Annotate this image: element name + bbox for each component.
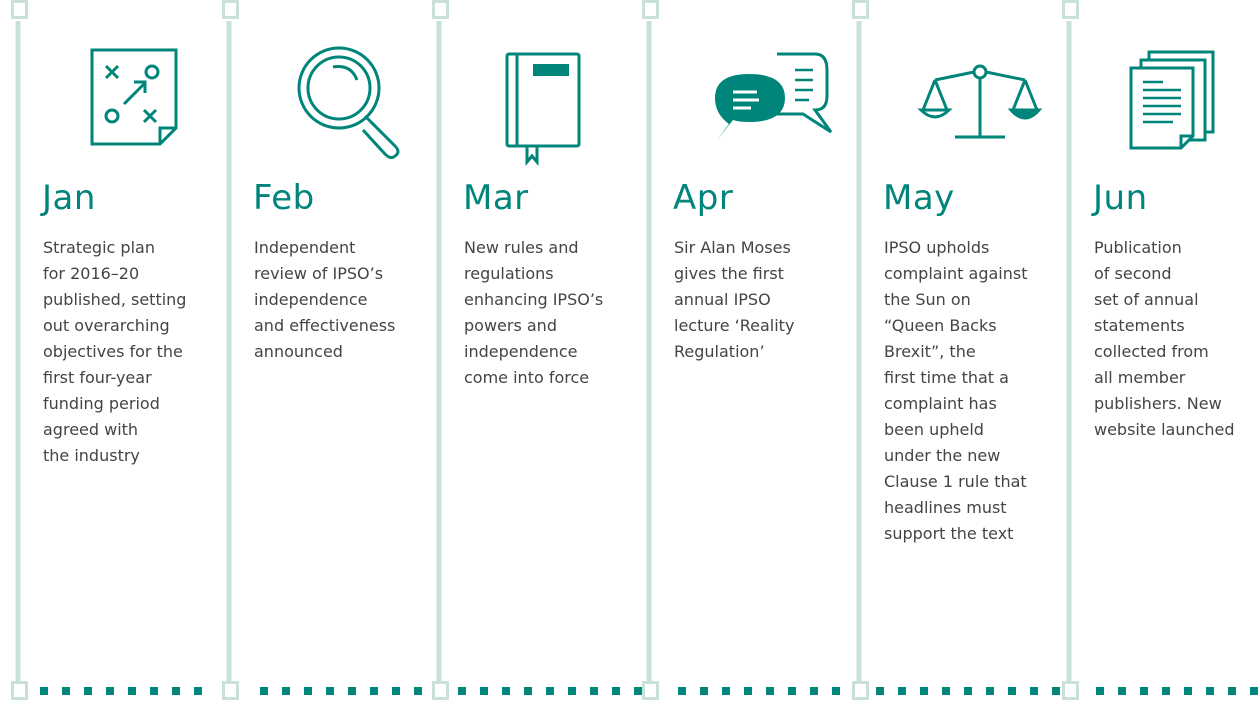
timeline-dot [172, 687, 180, 695]
timeline-dot [1162, 687, 1170, 695]
event-description: IPSO upholds complaint against the Sun o… [884, 238, 1028, 543]
timeline-dot [150, 687, 158, 695]
timeline-rail-cap [432, 0, 449, 19]
event-description: Independent review of IPSO’s independenc… [254, 238, 396, 361]
month-label: May [883, 178, 955, 218]
timeline-rail-cap [1062, 0, 1079, 19]
timeline-dot [260, 687, 268, 695]
timeline-dot [568, 687, 576, 695]
timeline-dot [84, 687, 92, 695]
timeline-entry-apr: Apr Sir Alan Moses gives the first annua… [673, 0, 873, 709]
timeline-dot [458, 687, 466, 695]
timeline-dot [1184, 687, 1192, 695]
event-description: Publication of second set of annual stat… [1094, 238, 1235, 439]
timeline-dot [964, 687, 972, 695]
timeline-dot [370, 687, 378, 695]
month-label: Jan [42, 178, 96, 218]
event-description: Strategic plan for 2016–20 published, se… [43, 238, 187, 465]
timeline-dot [678, 687, 686, 695]
timeline-dot [744, 687, 752, 695]
timeline-dot [920, 687, 928, 695]
timeline-entry-jan: Jan Strategic plan for 2016–20 published… [42, 0, 242, 709]
speech-bubbles-icon [695, 40, 845, 170]
timeline-dot [40, 687, 48, 695]
timeline-dot [106, 687, 114, 695]
timeline-dot [546, 687, 554, 695]
magnifying-glass-icon [275, 40, 425, 170]
timeline-dot [590, 687, 598, 695]
timeline-dot [810, 687, 818, 695]
timeline-entry-may: May IPSO upholds complaint against the S… [883, 0, 1083, 709]
timeline-dot [62, 687, 70, 695]
timeline-dot [326, 687, 334, 695]
timeline-dot [942, 687, 950, 695]
timeline-rail-cap [222, 681, 239, 700]
timeline-dot [788, 687, 796, 695]
timeline-dot [194, 687, 202, 695]
month-label: Apr [673, 178, 734, 218]
timeline-dot [1140, 687, 1148, 695]
timeline-dot [1052, 687, 1060, 695]
timeline-entry-feb: Feb Independent review of IPSO’s indepen… [253, 0, 453, 709]
timeline-rail-cap [852, 681, 869, 700]
timeline-entry-mar: Mar New rules and regulations enhancing … [463, 0, 663, 709]
scales-icon [905, 40, 1055, 170]
event-description: Sir Alan Moses gives the first annual IP… [674, 238, 795, 361]
timeline-dot [1228, 687, 1236, 695]
timeline-dot [1096, 687, 1104, 695]
timeline-dot [1008, 687, 1016, 695]
timeline-dot [832, 687, 840, 695]
timeline-dot [502, 687, 510, 695]
strategy-plan-icon [64, 40, 214, 170]
timeline-dot [700, 687, 708, 695]
timeline-rail-cap [1062, 681, 1079, 700]
event-description: New rules and regulations enhancing IPSO… [464, 238, 604, 387]
timeline-dot [414, 687, 422, 695]
timeline-dot [348, 687, 356, 695]
timeline-dot [986, 687, 994, 695]
timeline-rail-cap [852, 0, 869, 19]
timeline-rail-cap [222, 0, 239, 19]
timeline-rails [11, 0, 1079, 700]
timeline-rail-cap [11, 0, 28, 19]
timeline-dot [612, 687, 620, 695]
timeline-dot [1206, 687, 1214, 695]
timeline-rail-cap [432, 681, 449, 700]
timeline-dot [480, 687, 488, 695]
month-label: Jun [1093, 178, 1148, 218]
rule-book-icon [485, 40, 635, 170]
timeline-entry-jun: Jun Publication of second set of annual … [1093, 0, 1260, 709]
documents-icon [1115, 40, 1260, 170]
timeline-rail-cap [642, 0, 659, 19]
timeline-dot [766, 687, 774, 695]
timeline-dot [722, 687, 730, 695]
timeline-dot [282, 687, 290, 695]
timeline-dotted-baseline [40, 687, 1258, 695]
timeline-rail-cap [11, 681, 28, 700]
timeline-dot [304, 687, 312, 695]
timeline-dot [898, 687, 906, 695]
timeline-dot [1030, 687, 1038, 695]
timeline-dot [128, 687, 136, 695]
timeline-dot [634, 687, 642, 695]
timeline-dot [1250, 687, 1258, 695]
month-label: Mar [463, 178, 529, 218]
timeline-dot [1118, 687, 1126, 695]
timeline-dot [392, 687, 400, 695]
timeline-dot [524, 687, 532, 695]
month-label: Feb [253, 178, 315, 218]
timeline-dot [876, 687, 884, 695]
timeline-rail-cap [642, 681, 659, 700]
